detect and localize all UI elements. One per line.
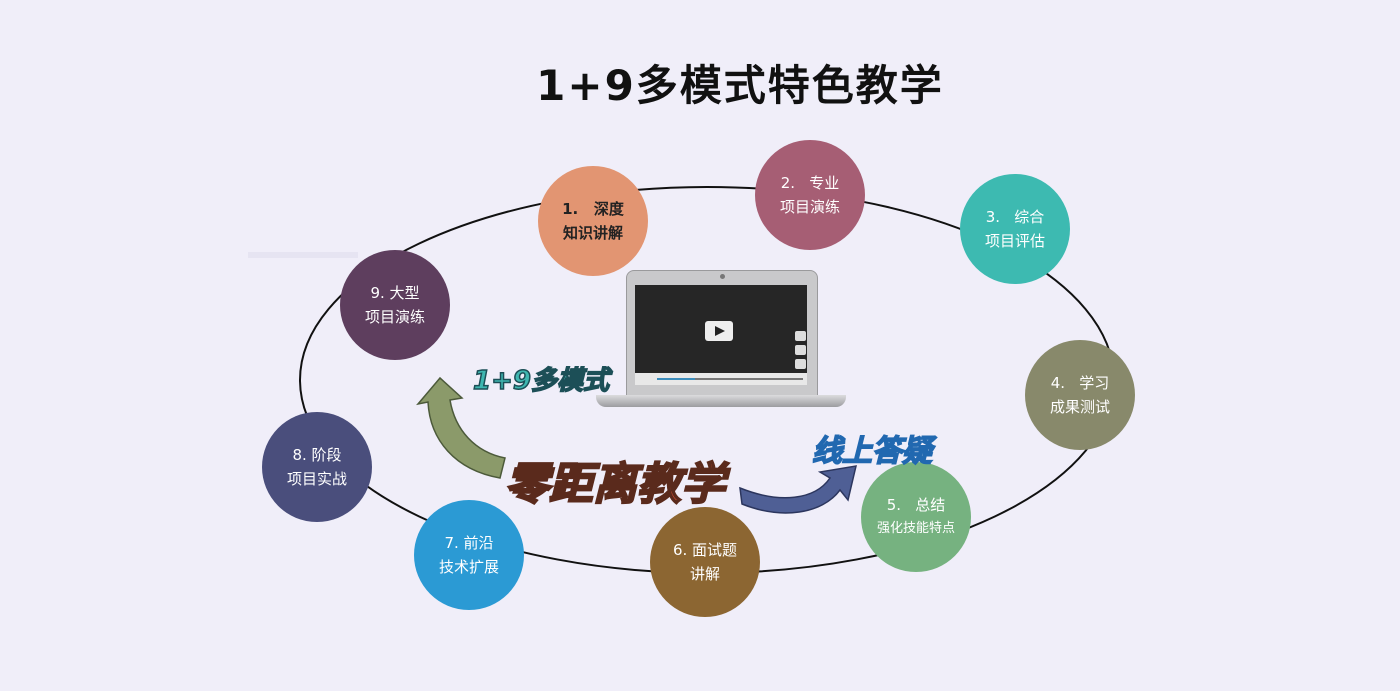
player-controls xyxy=(635,373,807,385)
node-1-line1: 1. 深度 xyxy=(562,200,624,218)
node-7: 7. 前沿 技术扩展 xyxy=(414,500,524,610)
node-3-line1: 3. 综合 xyxy=(985,208,1045,226)
light-streak xyxy=(248,252,358,258)
embed-icon xyxy=(795,345,806,355)
node-7-line2: 技术扩展 xyxy=(438,558,499,576)
node-4-line1: 4. 学习 xyxy=(1050,374,1110,392)
laptop-illustration xyxy=(596,270,846,410)
node-1: 1. 深度 知识讲解 xyxy=(538,166,648,276)
label-zero-distance: 零距离教学 xyxy=(504,458,726,511)
node-5-line1: 5. 总结 xyxy=(886,496,946,514)
node-8: 8. 阶段 项目实战 xyxy=(262,412,372,522)
page-title: 1+9多模式特色教学 xyxy=(536,61,944,110)
node-6-line2: 讲解 xyxy=(689,565,720,583)
progress-fill xyxy=(657,378,695,380)
node-3: 3. 综合 项目评估 xyxy=(960,174,1070,284)
curved-arrow-up-icon xyxy=(416,376,506,479)
play-icon xyxy=(705,321,733,341)
info-icon xyxy=(795,359,806,369)
node-6: 6. 面试题 讲解 xyxy=(650,507,760,617)
progress-track xyxy=(695,378,803,380)
laptop-lid xyxy=(626,270,818,397)
node-2: 2. 专业 项目演练 xyxy=(755,140,865,250)
node-1-line2: 知识讲解 xyxy=(562,224,623,242)
curved-arrow-right-icon xyxy=(739,465,857,514)
node-4: 4. 学习 成果测试 xyxy=(1025,340,1135,450)
label-multi-mode: 1+9多模式 xyxy=(472,365,609,397)
node-2-line1: 2. 专业 xyxy=(780,174,840,192)
node-9-line2: 项目演练 xyxy=(364,308,425,326)
node-2-line2: 项目演练 xyxy=(779,198,840,216)
node-3-line2: 项目评估 xyxy=(984,232,1045,250)
share-icon xyxy=(795,331,806,341)
node-9-line1: 9. 大型 xyxy=(370,284,420,302)
node-8-line1: 8. 阶段 xyxy=(292,446,342,464)
laptop-base xyxy=(596,395,846,407)
node-6-line1: 6. 面试题 xyxy=(672,541,738,559)
node-8-line2: 项目实战 xyxy=(286,470,347,488)
camera-dot xyxy=(720,274,725,279)
video-player xyxy=(635,285,807,385)
node-9: 9. 大型 项目演练 xyxy=(340,250,450,360)
node-7-line1: 7. 前沿 xyxy=(444,534,494,552)
node-4-line2: 成果测试 xyxy=(1049,398,1110,416)
node-5-line2: 强化技能特点 xyxy=(876,521,955,536)
node-5: 5. 总结 强化技能特点 xyxy=(861,462,971,572)
label-online-qa: 线上答疑 xyxy=(811,433,933,470)
